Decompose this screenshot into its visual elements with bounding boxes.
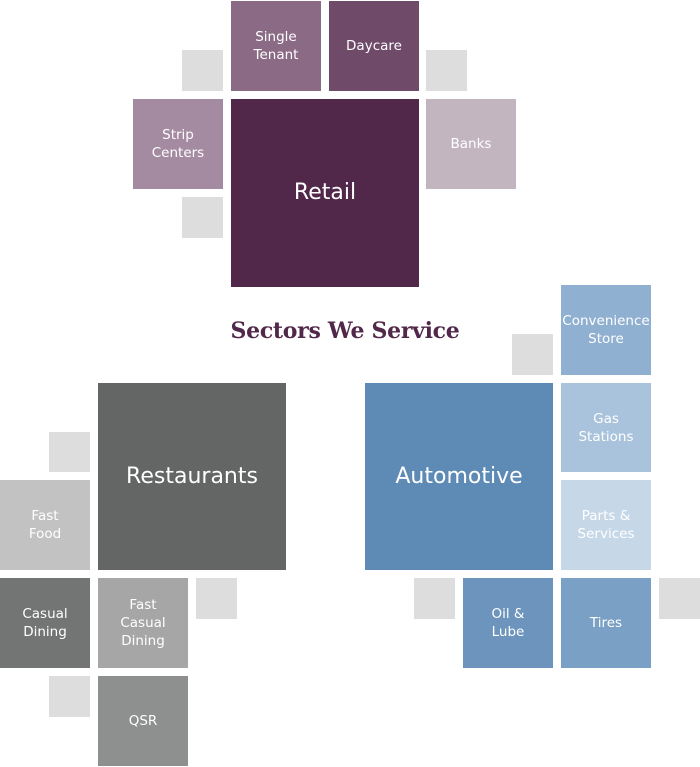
filler-square: [659, 578, 700, 619]
qsr-label: QSR: [128, 713, 158, 729]
retail-tile[interactable]: Retail: [231, 99, 419, 287]
filler-square: [426, 50, 467, 91]
oil-lube-label: Oil & Lube: [491, 606, 525, 640]
filler-square: [182, 50, 223, 91]
single-tenant-tile[interactable]: Single Tenant: [231, 1, 321, 91]
banks-tile[interactable]: Banks: [426, 99, 516, 189]
oil-lube-tile[interactable]: Oil & Lube: [463, 578, 553, 668]
restaurants-tile[interactable]: Restaurants: [98, 383, 286, 570]
filler-square: [49, 432, 90, 472]
restaurants-label: Restaurants: [126, 463, 258, 489]
casual-dining-label: Casual Dining: [22, 606, 68, 640]
strip-centers-label: Strip Centers: [151, 127, 205, 161]
gas-stations-tile[interactable]: Gas Stations: [561, 383, 651, 472]
tires-label: Tires: [589, 615, 623, 631]
convenience-store-tile[interactable]: Convenience Store: [561, 285, 651, 375]
strip-centers-tile[interactable]: Strip Centers: [133, 99, 223, 189]
daycare-label: Daycare: [346, 38, 402, 54]
filler-square: [512, 334, 553, 375]
filler-square: [196, 578, 237, 619]
qsr-tile[interactable]: QSR: [98, 676, 188, 766]
filler-square: [182, 197, 223, 238]
automotive-label: Automotive: [395, 463, 523, 489]
gas-stations-label: Gas Stations: [578, 410, 634, 445]
filler-square: [414, 578, 455, 619]
casual-dining-tile[interactable]: Casual Dining: [0, 578, 90, 668]
banks-label: Banks: [450, 136, 492, 152]
convenience-store-label: Convenience Store: [562, 313, 650, 347]
page-title: Sectors We Service: [230, 318, 460, 344]
fast-casual-dining-label: Fast Casual Dining: [120, 597, 166, 649]
parts-services-tile[interactable]: Parts & Services: [561, 480, 651, 570]
fast-food-label: Fast Food: [28, 508, 62, 542]
single-tenant-label: Single Tenant: [253, 29, 299, 63]
filler-square: [49, 676, 90, 717]
tires-tile[interactable]: Tires: [561, 578, 651, 668]
parts-services-label: Parts & Services: [577, 508, 635, 542]
automotive-tile[interactable]: Automotive: [365, 383, 553, 570]
fast-food-tile[interactable]: Fast Food: [0, 480, 90, 570]
daycare-tile[interactable]: Daycare: [329, 1, 419, 91]
retail-label: Retail: [293, 180, 357, 205]
fast-casual-dining-tile[interactable]: Fast Casual Dining: [98, 578, 188, 668]
